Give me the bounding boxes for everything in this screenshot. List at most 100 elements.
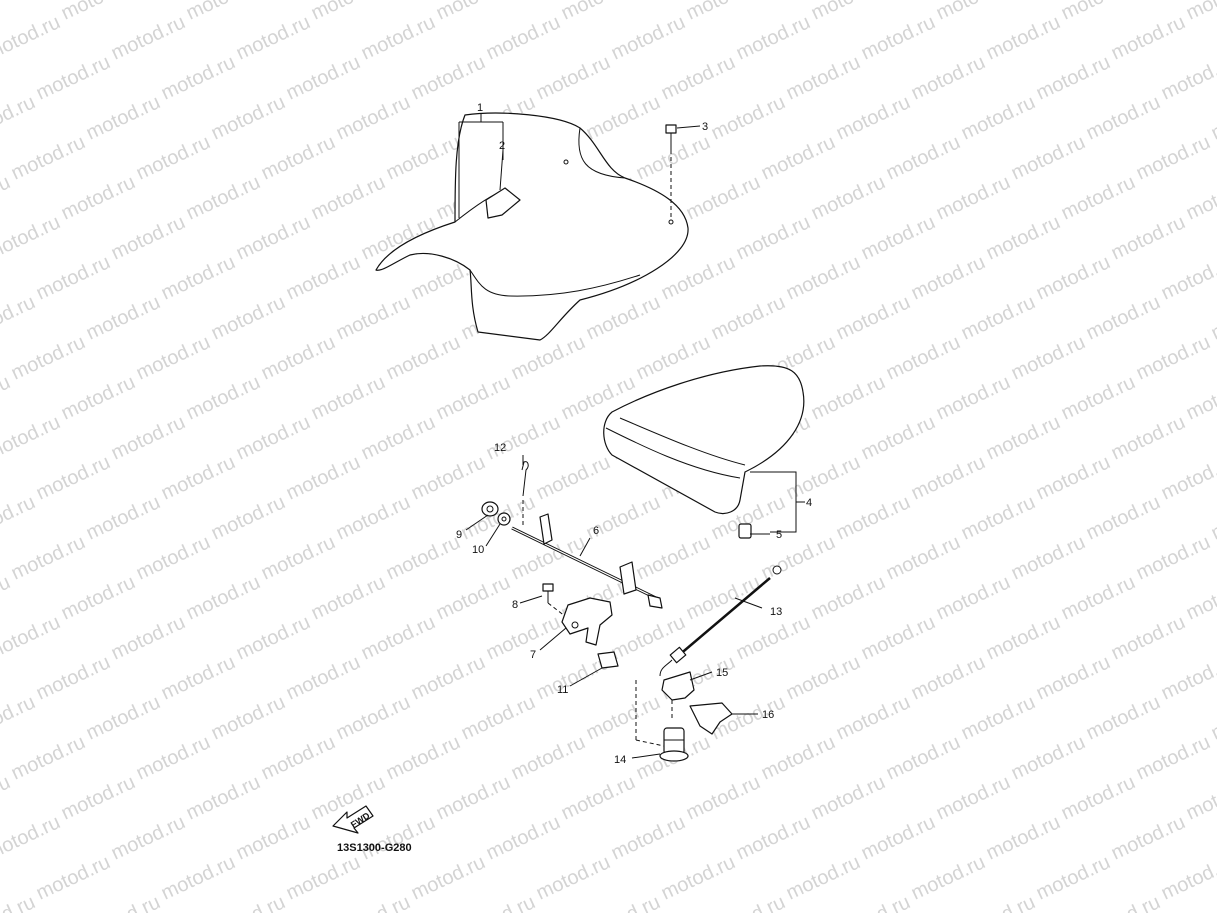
watermark-text: motod.ru (883, 731, 964, 784)
watermark-text: motod.ru (933, 771, 1014, 824)
watermark-text: motod.ru (58, 0, 139, 25)
watermark-text: motod.ru (0, 371, 14, 424)
watermark-text: motod.ru (1133, 331, 1214, 384)
passenger-seat (603, 365, 805, 539)
watermark-text: motod.ru (383, 331, 464, 384)
watermark-text: motod.ru (883, 131, 964, 184)
watermark-text: motod.ru (708, 291, 789, 344)
watermark-text: motod.ru (0, 411, 64, 464)
watermark-text: motod.ru (1158, 251, 1217, 304)
watermark-text: motod.ru (758, 131, 839, 184)
watermark-text: motod.ru (33, 51, 114, 104)
watermark-text: motod.ru (783, 251, 864, 304)
watermark-text: motod.ru (558, 0, 639, 25)
watermark-text: motod.ru (83, 691, 164, 744)
callout-7: 7 (530, 649, 536, 661)
watermark-text: motod.ru (1133, 531, 1214, 584)
watermark-text: motod.ru (833, 891, 914, 913)
watermark-text: motod.ru (383, 131, 464, 184)
callout-labels: 1 2 3 4 5 6 7 8 9 10 11 12 13 14 15 16 (456, 102, 812, 766)
callout-10: 10 (472, 544, 484, 556)
watermark-text: motod.ru (958, 691, 1039, 744)
watermark-text: motod.ru (358, 411, 439, 464)
watermark-text: motod.ru (383, 731, 464, 784)
watermark-text: motod.ru (183, 171, 264, 224)
watermark-text: motod.ru (908, 251, 989, 304)
watermark-text: motod.ru (808, 771, 889, 824)
watermark-text: motod.ru (283, 251, 364, 304)
watermark-text: motod.ru (733, 611, 814, 664)
guide-line (635, 739, 665, 747)
watermark-text: motod.ru (258, 331, 339, 384)
watermark-text: motod.ru (1033, 851, 1114, 904)
watermark-text: motod.ru (58, 771, 139, 824)
nut-and-washer (481, 501, 511, 526)
callout-6: 6 (593, 525, 599, 537)
watermark-text: motod.ru (208, 291, 289, 344)
watermark-text: motod.ru (1008, 731, 1089, 784)
watermark-text: motod.ru (433, 371, 514, 424)
watermark-text: motod.ru (233, 11, 314, 64)
watermark-text: motod.ru (83, 91, 164, 144)
watermark-text: motod.ru (908, 651, 989, 704)
watermark-text: motod.ru (583, 291, 664, 344)
watermark-text: motod.ru (8, 531, 89, 584)
watermark-text: motod.ru (583, 691, 664, 744)
watermark-text: motod.ru (308, 0, 389, 25)
watermark-text: motod.ru (1058, 371, 1139, 424)
watermark-text: motod.ru (783, 851, 864, 904)
watermark-text: motod.ru (58, 171, 139, 224)
watermark-text: motod.ru (33, 251, 114, 304)
watermark-text: motod.ru (133, 331, 214, 384)
watermark-text: motod.ru (933, 0, 1014, 25)
watermark-text: motod.ru (1083, 91, 1164, 144)
watermark-text: motod.ru (0, 291, 39, 344)
watermark-text: motod.ru (108, 611, 189, 664)
watermark-text: motod.ru (183, 771, 264, 824)
watermark-text: motod.ru (908, 451, 989, 504)
watermark-text: motod.ru (858, 211, 939, 264)
watermark-text: motod.ru (808, 371, 889, 424)
watermark-text: motod.ru (808, 171, 889, 224)
lock-pin (521, 461, 529, 525)
watermark-text: motod.ru (708, 891, 789, 913)
watermark-text: motod.ru (1158, 851, 1217, 904)
watermark-text: motod.ru (0, 691, 39, 744)
watermark-text: motod.ru (958, 91, 1039, 144)
watermark-text: motod.ru (1183, 0, 1217, 25)
watermark-text: motod.ru (933, 571, 1014, 624)
watermark-text: motod.ru (508, 731, 589, 784)
callout-4: 4 (806, 497, 812, 509)
seat-lock-cylinder (659, 727, 689, 762)
watermark-text: motod.ru (1033, 451, 1114, 504)
watermark-text: motod.ru (458, 891, 539, 913)
callout-15: 15 (716, 667, 728, 679)
watermark-text: motod.ru (33, 451, 114, 504)
watermark-text: motod.ru (533, 51, 614, 104)
watermark-text: motod.ru (808, 0, 889, 25)
watermark-text: motod.ru (158, 851, 239, 904)
watermark-text: motod.ru (183, 571, 264, 624)
watermark-text: motod.ru (108, 811, 189, 864)
watermark-text: motod.ru (1083, 891, 1164, 913)
watermark-text: motod.ru (333, 291, 414, 344)
watermark-text: motod.ru (0, 571, 14, 624)
watermark-text: motod.ru (1208, 291, 1217, 344)
watermark-text: motod.ru (83, 291, 164, 344)
watermark-text: motod.ru (608, 811, 689, 864)
watermark-text: motod.ru (483, 611, 564, 664)
watermark-text: motod.ru (183, 0, 264, 25)
lock-shaft (511, 513, 663, 609)
watermark-text: motod.ru (583, 891, 664, 913)
callout-9: 9 (456, 529, 462, 541)
watermark-text: motod.ru (283, 651, 364, 704)
watermark-text: motod.ru (108, 411, 189, 464)
watermark-text: motod.ru (8, 731, 89, 784)
watermark-text: motod.ru (158, 51, 239, 104)
watermark-text: motod.ru (458, 691, 539, 744)
watermark-text: motod.ru (983, 11, 1064, 64)
watermark-text: motod.ru (1158, 51, 1217, 104)
watermark-text: motod.ru (333, 691, 414, 744)
watermark-text: motod.ru (933, 371, 1014, 424)
